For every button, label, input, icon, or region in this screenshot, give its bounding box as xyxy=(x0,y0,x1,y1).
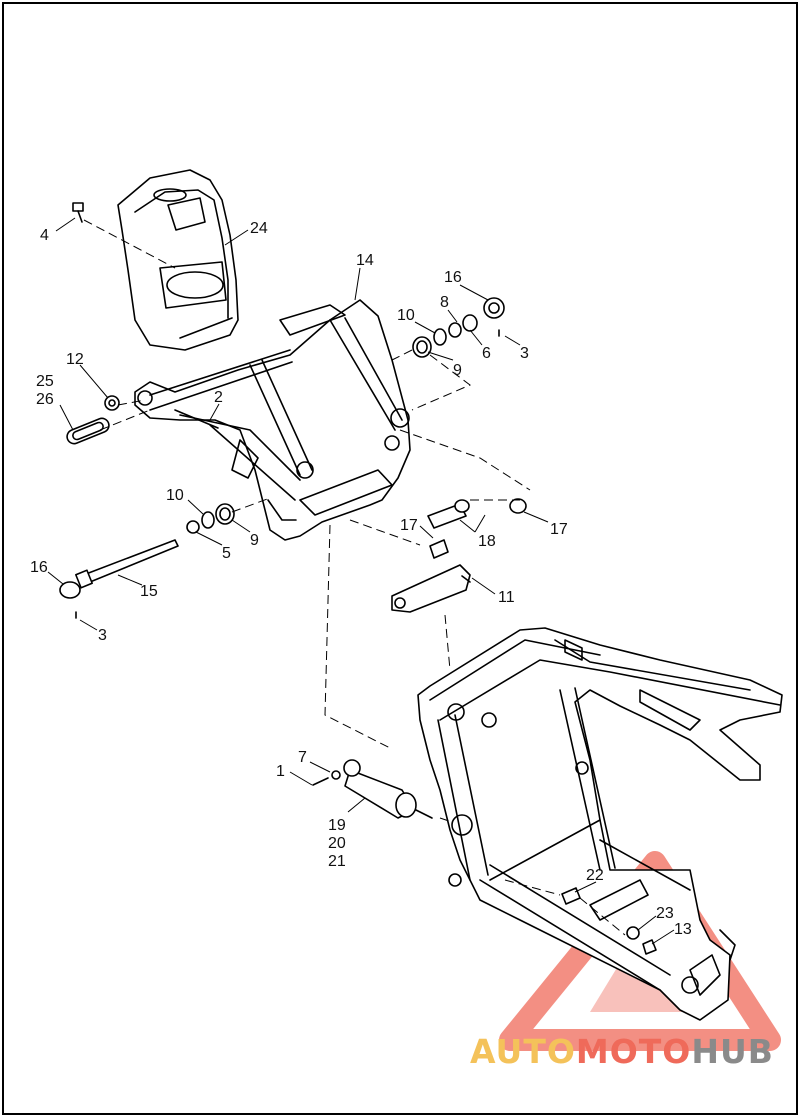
watermark-moto: MOTO xyxy=(575,1032,692,1071)
belt-guard-25-26 xyxy=(66,417,110,445)
callout-5: 5 xyxy=(222,545,231,562)
bolt-4 xyxy=(72,202,84,223)
callout-18: 18 xyxy=(478,533,496,550)
watermark-auto: AUTO xyxy=(470,1032,576,1071)
callout-numbers: 4 24 14 16 8 10 6 3 9 12 25 26 2 10 9 5 … xyxy=(30,220,692,938)
callout-16-left: 16 xyxy=(30,559,48,576)
main-frame xyxy=(417,627,783,1021)
callout-12: 12 xyxy=(66,351,84,368)
callout-22: 22 xyxy=(586,867,604,884)
callout-17-left: 17 xyxy=(400,517,418,534)
callout-15: 15 xyxy=(140,583,158,600)
callout-6: 6 xyxy=(482,345,491,362)
callout-11: 11 xyxy=(498,589,515,606)
callout-leaders xyxy=(47,217,675,945)
swingarm xyxy=(134,299,411,541)
assembly-dashed-lines xyxy=(83,219,626,936)
bearing-stack-right xyxy=(412,297,505,358)
shock-absorber xyxy=(312,759,433,819)
watermark-text: AUTOMOTOHUB xyxy=(470,1032,774,1071)
callout-25: 25 xyxy=(36,373,54,390)
nut-12 xyxy=(104,395,120,411)
callout-8: 8 xyxy=(440,294,449,311)
callout-4: 4 xyxy=(40,227,49,244)
automotohub-watermark: AUTOMOTOHUB xyxy=(470,1030,800,1080)
callout-3-left: 3 xyxy=(98,627,107,644)
callout-21: 21 xyxy=(328,853,346,870)
callout-1: 1 xyxy=(276,763,285,780)
callout-19: 19 xyxy=(328,817,346,834)
callout-17-right: 17 xyxy=(550,521,568,538)
callout-9-right: 9 xyxy=(453,362,462,379)
callout-26: 26 xyxy=(36,391,54,408)
callout-16-right: 16 xyxy=(444,269,462,286)
callout-10-left: 10 xyxy=(166,487,184,504)
bolt-2 xyxy=(174,409,219,429)
pivot-shaft-15 xyxy=(59,539,179,619)
bracket-11 xyxy=(391,564,471,613)
bearing-stack-left xyxy=(186,503,235,534)
callout-14: 14 xyxy=(356,252,374,269)
callout-3-right: 3 xyxy=(520,345,529,362)
callout-2: 2 xyxy=(214,389,223,406)
callout-13: 13 xyxy=(674,921,692,938)
callout-23: 23 xyxy=(656,905,674,922)
callout-7: 7 xyxy=(298,749,307,766)
rear-fender-cover xyxy=(117,169,239,351)
callout-20: 20 xyxy=(328,835,346,852)
callout-9-left: 9 xyxy=(250,532,259,549)
callout-10-right: 10 xyxy=(397,307,415,324)
bushings-17-18 xyxy=(427,498,527,559)
callout-24: 24 xyxy=(250,220,268,237)
watermark-hub: HUB xyxy=(691,1032,774,1071)
